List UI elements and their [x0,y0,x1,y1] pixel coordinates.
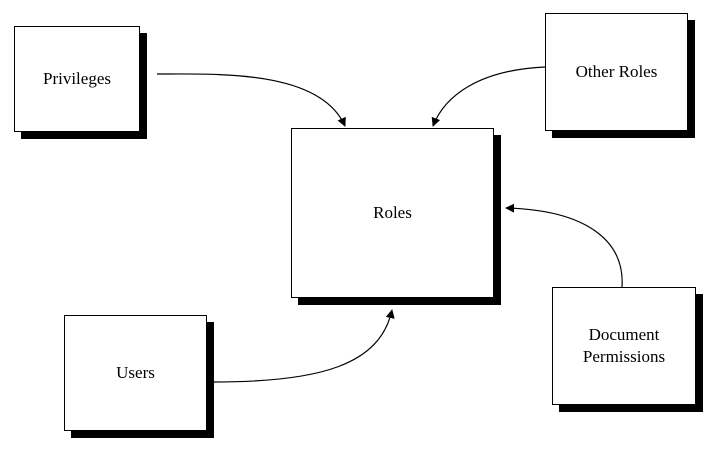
users-node: Users [64,315,207,431]
other-roles-label: Other Roles [575,62,658,81]
other-roles-node: Other Roles [545,13,688,131]
document-permissions-label-line1: Document [588,325,660,344]
users-label: Users [116,363,155,382]
document-permissions-label-line2: Permissions [582,347,666,366]
document-permissions-node: Document Permissions [552,287,696,405]
privileges-node: Privileges [14,26,140,132]
roles-node: Roles [291,128,494,298]
arrow-privileges-to-roles [156,73,346,127]
roles-label: Roles [373,203,412,222]
arrow-users-to-roles [213,309,395,383]
arrow-document-permissions-to-roles [505,203,623,288]
arrow-other-roles-to-roles [431,66,546,127]
privileges-label: Privileges [43,69,111,88]
